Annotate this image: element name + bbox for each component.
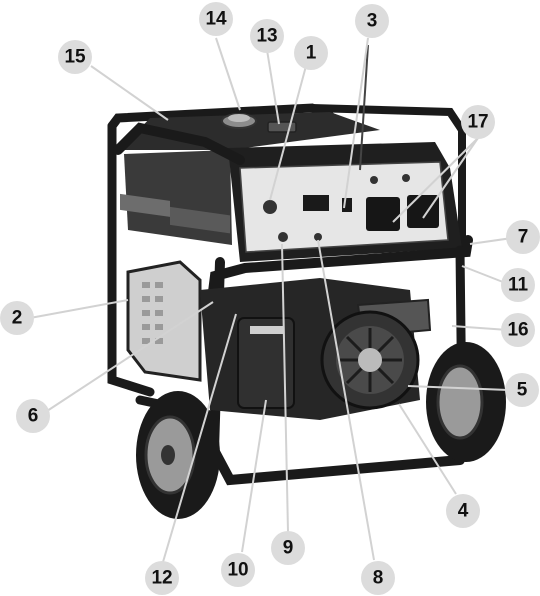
callout-label: 12 — [151, 568, 172, 589]
callout-label: 5 — [517, 380, 528, 401]
callout-8: 8 — [361, 561, 395, 595]
callout-10: 10 — [221, 553, 255, 587]
leader-lines — [29, 37, 520, 563]
callout-6: 6 — [16, 399, 50, 433]
generator-body — [107, 44, 506, 519]
callout-13: 13 — [250, 19, 284, 53]
callout-9: 9 — [271, 531, 305, 565]
callout-12: 12 — [145, 561, 179, 595]
callout-17: 17 — [461, 105, 495, 139]
callout-5: 5 — [505, 373, 539, 407]
callout-1: 1 — [294, 36, 328, 70]
callout-label: 16 — [507, 320, 528, 341]
callout-16: 16 — [501, 313, 535, 347]
callout-label: 17 — [467, 112, 488, 133]
callout-2: 2 — [0, 301, 34, 335]
callout-label: 14 — [205, 9, 227, 30]
callout-label: 9 — [283, 538, 294, 559]
callout-label: 8 — [373, 568, 384, 589]
callout-label: 13 — [256, 26, 277, 47]
callout-3: 3 — [355, 4, 389, 38]
callout-7: 7 — [506, 220, 540, 254]
callout-label: 11 — [508, 275, 529, 296]
callout-label: 7 — [518, 227, 529, 248]
callout-4: 4 — [446, 494, 480, 528]
callout-label: 10 — [227, 560, 248, 581]
callout-label: 15 — [64, 47, 86, 68]
callout-label: 4 — [458, 501, 469, 522]
callout-label: 6 — [28, 406, 39, 427]
callout-label: 1 — [306, 43, 317, 64]
callout-11: 11 — [501, 268, 535, 302]
callout-label: 2 — [12, 308, 23, 329]
callout-label: 3 — [367, 11, 378, 32]
callout-15: 15 — [58, 40, 92, 74]
callout-14: 14 — [199, 2, 233, 36]
